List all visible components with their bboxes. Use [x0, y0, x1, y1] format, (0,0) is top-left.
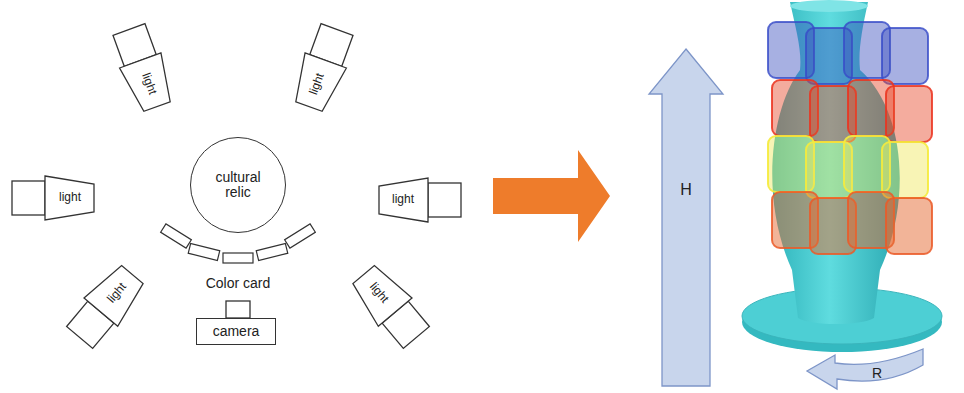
color-card-piece	[188, 244, 220, 261]
relic-circle: cultural relic	[190, 137, 286, 233]
light-outline	[288, 21, 358, 115]
light-lamp	[45, 176, 94, 220]
light-outline	[11, 176, 95, 220]
light-lamp	[379, 178, 428, 222]
color-patch	[886, 198, 932, 254]
rotation-arrow-shape	[807, 349, 923, 389]
color-patch	[882, 28, 928, 84]
light-housing	[428, 183, 461, 217]
color-card-piece	[161, 224, 192, 248]
light-fixture: light	[281, 46, 365, 90]
vase-mouth	[790, 0, 868, 12]
light-outline	[62, 260, 150, 353]
light-outline	[108, 21, 178, 115]
light-outline	[346, 260, 434, 353]
light-fixture: light	[101, 46, 185, 90]
color-card-piece	[285, 224, 316, 248]
process-arrow	[493, 150, 610, 242]
camera-top	[226, 301, 250, 318]
color-card-piece	[256, 244, 288, 261]
arrow-outline	[805, 345, 925, 391]
arrow-outline	[648, 48, 724, 388]
light-fixture: light	[64, 284, 148, 328]
light-fixture: light	[378, 178, 462, 222]
color-card-piece	[223, 253, 253, 263]
light-housing	[12, 181, 45, 215]
node-text: camera	[213, 324, 260, 339]
light-lamp	[120, 53, 178, 114]
light-lamp	[347, 260, 412, 326]
node-text: R	[872, 366, 882, 380]
node-text: H	[680, 181, 692, 199]
color-patch	[886, 86, 932, 142]
height-arrow-shape	[649, 49, 723, 386]
part-label: Color card	[206, 276, 271, 291]
node-text: light	[59, 191, 81, 204]
rotation-arrow: R	[805, 345, 925, 391]
light-lamp	[84, 260, 149, 326]
light-outline	[378, 178, 462, 222]
light-lamp	[288, 53, 346, 114]
light-fixture: light	[348, 284, 432, 328]
node-text: cultural relic	[206, 170, 270, 201]
color-patch	[882, 142, 928, 198]
light-fixture: light	[11, 176, 95, 220]
camera-box: camera	[196, 318, 276, 345]
height-arrow: H	[648, 48, 724, 388]
node-text: light	[392, 193, 414, 206]
